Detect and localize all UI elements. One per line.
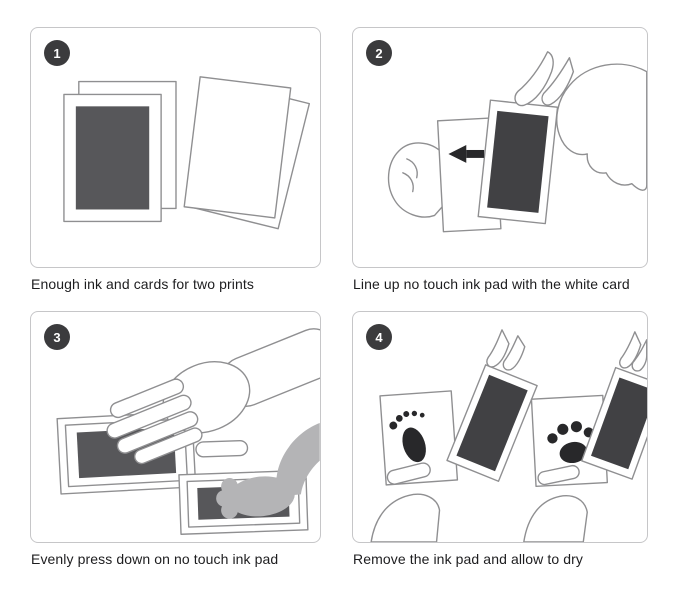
step-4-badge: 4 (366, 324, 392, 350)
step-1-panel: 1 (30, 27, 321, 268)
step-3-badge: 3 (44, 324, 70, 350)
step-4-caption: Remove the ink pad and allow to dry (353, 551, 583, 567)
thumb-icon (386, 462, 431, 485)
finger-icon (514, 51, 575, 107)
pet-paw-icon (216, 423, 320, 519)
step-1-caption: Enough ink and cards for two prints (31, 276, 254, 292)
left-arrow-icon (448, 145, 485, 163)
step-2-number: 2 (375, 45, 383, 61)
step-3-panel: 3 (30, 311, 321, 543)
step-1-badge: 1 (44, 40, 70, 66)
step-2-badge: 2 (366, 40, 392, 66)
step-3-caption: Evenly press down on no touch ink pad (31, 551, 279, 567)
step-3-illustration (56, 328, 320, 535)
holding-hand-icon (387, 142, 444, 218)
hand-icon (370, 493, 441, 542)
peeled-ink-pad-icon (446, 364, 538, 482)
step-1-number: 1 (53, 45, 61, 61)
step-1-illustration (63, 76, 311, 230)
ink-pad-icon (477, 99, 559, 225)
pinching-hand-icon (556, 63, 647, 191)
step-2-panel: 2 (352, 27, 648, 268)
peeled-ink-pad-icon (581, 366, 647, 480)
footprint-icon (389, 410, 426, 463)
print-card-icon (379, 390, 459, 486)
step-3-number: 3 (53, 329, 61, 345)
thumb-icon (537, 464, 580, 486)
step-4-number: 4 (375, 329, 383, 345)
step-2-caption: Line up no touch ink pad with the white … (353, 276, 630, 292)
step-2-illustration (387, 51, 647, 233)
step-4-illustration (370, 329, 647, 542)
pressing-hand-icon (106, 328, 320, 465)
step-4-panel: 4 (352, 311, 648, 543)
finger-icon (486, 329, 526, 371)
blank-card-front-icon (183, 76, 292, 219)
ink-pad-cards-icon (63, 80, 177, 223)
paw-print-icon (547, 421, 594, 464)
finger-icon (619, 331, 647, 372)
hand-icon (523, 495, 588, 542)
